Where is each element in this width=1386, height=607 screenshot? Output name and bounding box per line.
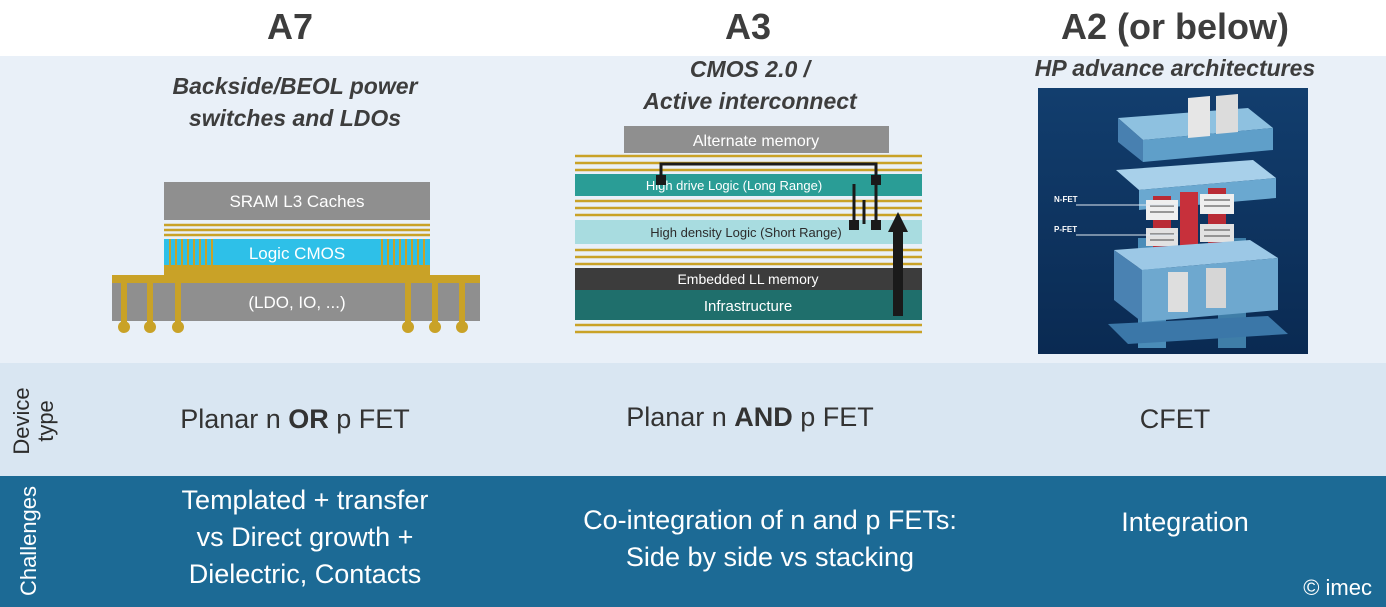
column-title-a2: A2 (or below) xyxy=(1060,6,1289,47)
challenge-a2: Integration xyxy=(1070,504,1300,541)
device-text: p FET xyxy=(328,404,410,434)
row-label-line: type xyxy=(33,400,58,442)
subtitle-line: CMOS 2.0 / xyxy=(689,56,811,82)
column-title-a3: A3 xyxy=(724,6,772,47)
column-subtitle-a2: HP advance architectures xyxy=(1000,52,1350,84)
challenge-line: Integration xyxy=(1121,507,1249,537)
beol-lines xyxy=(164,223,430,237)
challenge-a7: Templated + transfer vs Direct growth + … xyxy=(130,482,480,593)
alternate-memory-layer xyxy=(624,126,889,153)
infrastructure-label: Infrastructure xyxy=(704,298,792,315)
a3-stack-diagram: Alternate memory High drive Logic (Long … xyxy=(575,126,922,334)
logic-cmos-label: Logic CMOS xyxy=(249,244,345,263)
challenge-a3: Co-integration of n and p FETs: Side by … xyxy=(555,502,985,576)
interconnect-lines-lower xyxy=(575,248,922,266)
ldo-io-layer xyxy=(112,283,480,321)
challenge-line: vs Direct growth + xyxy=(196,522,414,552)
solder-bumps xyxy=(118,283,468,333)
via-nodes xyxy=(656,175,881,230)
device-keyword: OR xyxy=(288,404,329,434)
column-subtitle-a3: CMOS 2.0 / Active interconnect xyxy=(590,53,910,117)
infrastructure-layer xyxy=(575,290,922,320)
device-text: CFET xyxy=(1139,404,1211,434)
high-density-logic-label: High density Logic (Short Range) xyxy=(650,225,842,240)
row-label-line: Device xyxy=(9,387,34,455)
subtitle-line: switches and LDOs xyxy=(188,105,402,131)
device-type-a2: CFET xyxy=(1060,404,1290,435)
sram-layer xyxy=(164,182,430,220)
active-interconnect-paths xyxy=(659,162,878,224)
gate-ticks xyxy=(169,239,425,265)
cfet-structure xyxy=(1108,94,1288,348)
subtitle-line: HP advance architectures xyxy=(1034,55,1316,81)
p-fet-label: P-FET xyxy=(1054,225,1077,234)
challenge-line: Co-integration of n and p FETs: xyxy=(583,505,957,535)
power-arrow xyxy=(888,212,908,316)
device-keyword: AND xyxy=(734,402,793,432)
backside-metal xyxy=(164,265,430,275)
alternate-memory-label: Alternate memory xyxy=(693,133,819,150)
embedded-memory-label: Embedded LL memory xyxy=(677,271,818,287)
row-label-line: Challenges xyxy=(16,485,41,597)
challenge-line: Side by side vs stacking xyxy=(625,542,915,572)
cfet-3d-illustration: N-FET P-FET xyxy=(1038,88,1308,354)
copyright-notice: © imec xyxy=(1303,575,1372,600)
fet-callout-lines xyxy=(1076,204,1178,236)
n-fet-label: N-FET xyxy=(1054,195,1078,204)
device-text: p FET xyxy=(792,402,874,432)
interposer-top-line xyxy=(112,275,480,283)
challenge-line: Dielectric, Contacts xyxy=(188,559,422,589)
embedded-memory-layer xyxy=(575,268,922,290)
column-title-a7: A7 xyxy=(266,6,314,47)
device-text: Planar n xyxy=(626,402,735,432)
device-type-band xyxy=(0,363,1386,476)
interconnect-lines-middle xyxy=(575,199,922,217)
ldo-io-label: (LDO, IO, ...) xyxy=(248,293,345,312)
subtitle-line: Active interconnect xyxy=(643,88,857,114)
device-type-a7: Planar n OR p FET xyxy=(130,404,460,435)
device-type-a3: Planar n AND p FET xyxy=(585,402,915,433)
column-subtitle-a7: Backside/BEOL power switches and LDOs xyxy=(125,70,465,134)
high-drive-logic-label: High drive Logic (Long Range) xyxy=(646,178,822,193)
row-label-device-type: Device type xyxy=(9,371,60,471)
challenges-band xyxy=(0,476,1386,607)
subtitle-line: Backside/BEOL power xyxy=(172,73,418,99)
row-label-challenges: Challenges xyxy=(16,476,45,606)
challenge-line: Templated + transfer xyxy=(181,485,429,515)
bottom-lines xyxy=(575,323,922,334)
sram-label: SRAM L3 Caches xyxy=(229,192,364,211)
a7-stack-diagram: SRAM L3 Caches Logic CMOS (LDO, IO, ...) xyxy=(112,182,480,333)
device-text: Planar n xyxy=(180,404,289,434)
logic-cmos-layer xyxy=(164,239,430,265)
